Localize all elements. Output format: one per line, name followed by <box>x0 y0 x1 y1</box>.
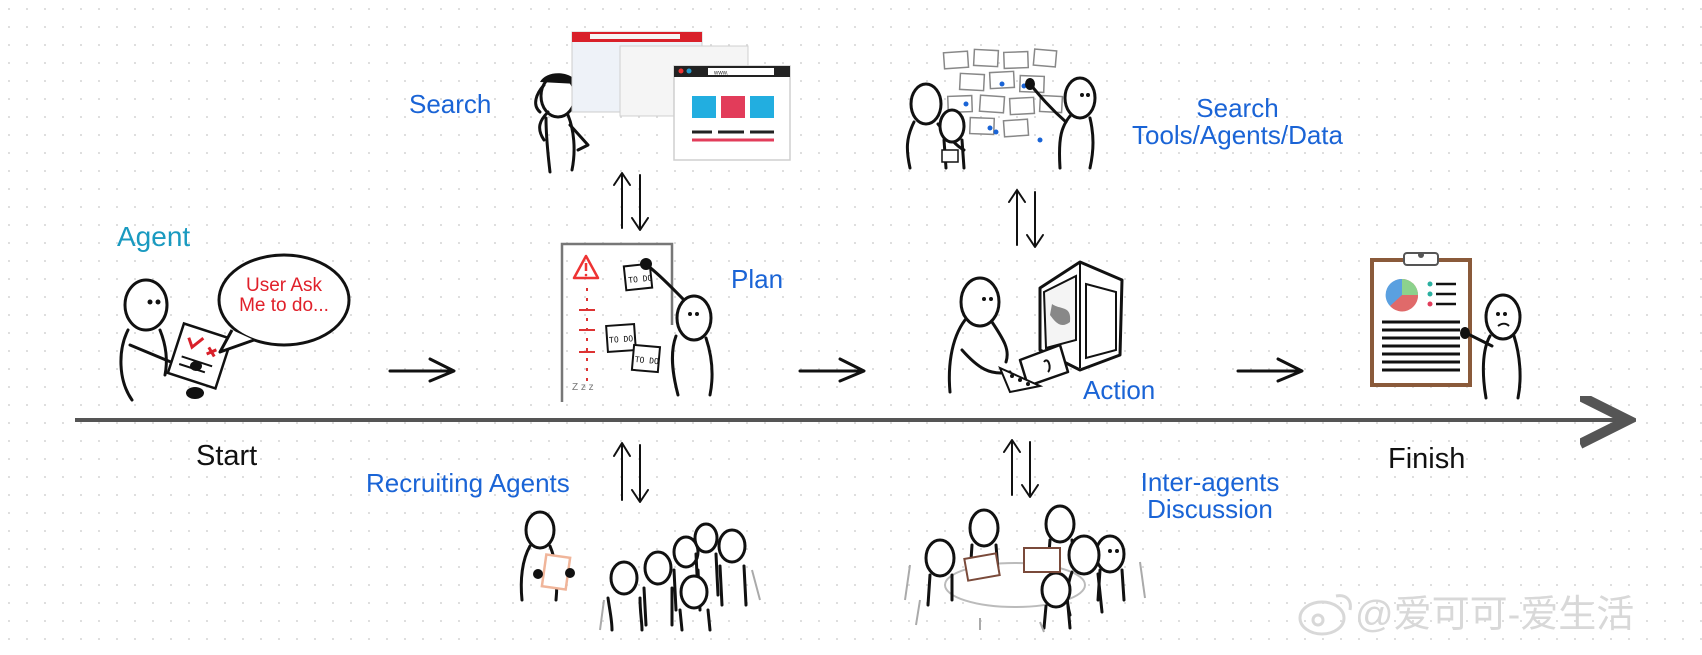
finish-person-icon <box>1460 293 1522 400</box>
inter-agents-line-1: Inter-agents <box>1140 467 1280 497</box>
flow-arrow-2 <box>798 357 866 383</box>
action-label: Action <box>1083 375 1156 405</box>
action-figure-icon <box>947 260 1124 394</box>
search-tools-label: Search Tools/Agents/Data <box>1115 93 1360 151</box>
flow-arrow-3 <box>1236 357 1304 383</box>
bidirectional-arrow-action-discussion <box>1003 439 1039 498</box>
search-person-icon <box>534 73 590 174</box>
bubble-line-1: User Ask <box>245 275 323 296</box>
search-tools-line-2: Tools/Agents/Data <box>1131 120 1343 151</box>
inter-agents-discussion-icon <box>904 504 1146 633</box>
todo-note-2: TO DO <box>609 334 634 345</box>
bubble-line-2: Me to do... <box>239 294 329 316</box>
recruiting-agents-label: Recruiting Agents <box>366 468 570 498</box>
search-tools-agents-data-icon <box>905 48 1097 170</box>
todo-note-3: TO DO <box>634 355 659 366</box>
watermark-text: @爱可可-爱生活 <box>1355 594 1635 636</box>
agent-figure-icon <box>119 278 234 402</box>
inter-agents-discussion-label: Inter-agents Discussion <box>1120 467 1300 525</box>
bidirectional-arrow-plan-search <box>613 172 649 231</box>
browser-url-text: www. <box>713 71 729 77</box>
report-clipboard-icon <box>1370 252 1472 387</box>
finish-label: Finish <box>1388 443 1466 475</box>
zzz-text: Z z z <box>572 382 594 393</box>
bidirectional-arrow-action-tools <box>1008 189 1044 248</box>
weibo-logo-icon <box>1298 594 1352 636</box>
bubble-text: User Ask Me to do... <box>224 276 344 316</box>
start-label: Start <box>196 440 258 472</box>
browser-windows-icon: www. <box>571 31 791 161</box>
todo-note-1: TO DO <box>628 274 653 285</box>
agent-label: Agent <box>117 221 191 252</box>
plan-board-icon: TO DO TO DO TO DO Z z z <box>560 242 714 402</box>
recruiting-agents-icon <box>519 510 761 632</box>
flow-arrow-1 <box>388 357 456 383</box>
search-label: Search <box>409 89 492 119</box>
inter-agents-line-2: Discussion <box>1147 494 1273 525</box>
search-tools-line-1: Search <box>1196 93 1279 123</box>
bidirectional-arrow-plan-recruit <box>613 442 649 503</box>
speech-bubble <box>217 253 351 354</box>
plan-label: Plan <box>731 264 784 294</box>
